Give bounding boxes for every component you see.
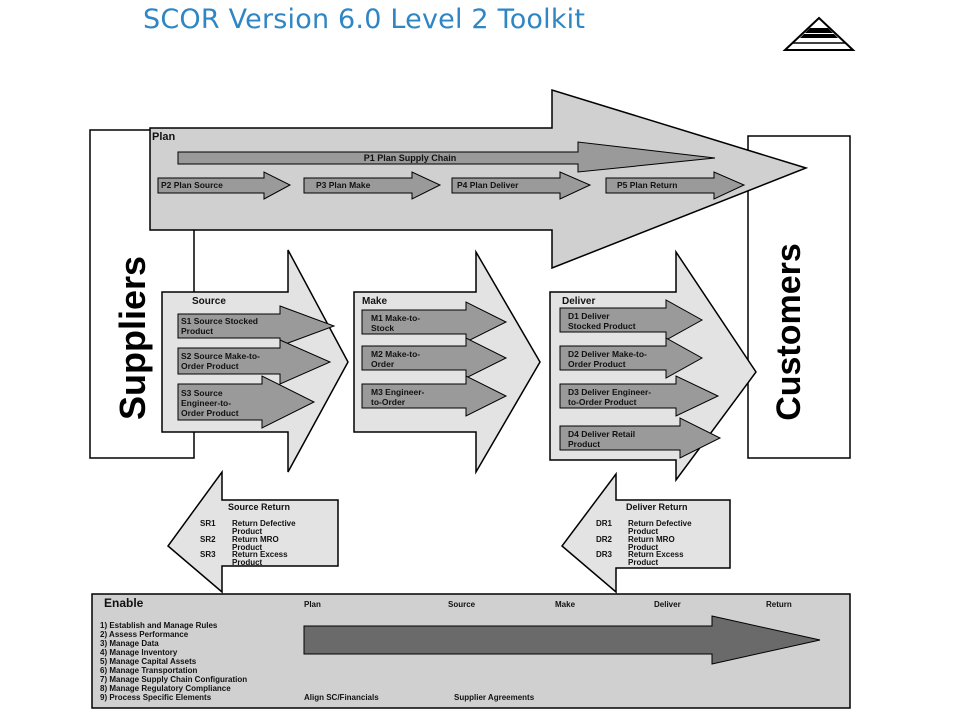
enable-item: 8) Manage Regulatory Compliance — [100, 684, 231, 693]
enable-column: Make — [555, 600, 576, 609]
deliver-item-line: D2 Deliver Make-to- — [568, 349, 647, 359]
source-item-line: Order Product — [181, 361, 239, 371]
deliver-return-line: Return Defective — [628, 519, 692, 528]
suppliers-label: Suppliers — [112, 256, 153, 420]
enable-item: 1) Establish and Manage Rules — [100, 621, 218, 630]
enable-item: 4) Manage Inventory — [100, 648, 178, 657]
source-return-code: SR3 — [200, 550, 216, 559]
source-item-line: S2 Source Make-to- — [181, 351, 260, 361]
customers-box: Customers — [747, 135, 851, 459]
deliver-item-line: to-Order Product — [568, 397, 637, 407]
plan-item: P5 Plan Return — [617, 180, 677, 190]
deliver-return-label: Deliver Return — [626, 502, 688, 512]
deliver-return-line: Product — [628, 543, 659, 552]
deliver-return-arrow: Deliver Return DR1 Return Defective Prod… — [560, 471, 731, 594]
source-item-line: S1 Source Stocked — [181, 316, 258, 326]
make-item-line: Stock — [371, 323, 394, 333]
source-return-code: SR1 — [200, 519, 216, 528]
deliver-item-line: Order Product — [568, 359, 626, 369]
source-return-line: Product — [232, 527, 263, 536]
enable-item: 3) Manage Data — [100, 639, 159, 648]
source-arrow: Source S1 Source Stocked Product S2 Sour… — [161, 249, 349, 473]
deliver-return-code: DR1 — [596, 519, 613, 528]
enable-column: Source — [448, 600, 476, 609]
deliver-item-line: Product — [568, 439, 600, 449]
make-arrow: Make M1 Make-to- Stock M2 Make-to- Order… — [353, 249, 541, 475]
source-item-line: Product — [181, 326, 213, 336]
make-item-line: to-Order — [371, 397, 406, 407]
enable-column: Deliver — [654, 600, 681, 609]
enable-column: Return — [766, 600, 792, 609]
plan-label: Plan — [152, 131, 176, 143]
source-item-line: S3 Source — [181, 388, 223, 398]
source-return-line: Return Excess — [232, 550, 288, 559]
make-item-line: M2 Make-to- — [371, 349, 420, 359]
plan-p1-label: P1 Plan Supply Chain — [364, 153, 457, 163]
make-item-line: M1 Make-to- — [371, 313, 420, 323]
source-item-line: Engineer-to- — [181, 398, 231, 408]
enable-item: 2) Assess Performance — [100, 630, 189, 639]
deliver-return-code: DR3 — [596, 550, 613, 559]
enable-agreements: Supplier Agreements — [454, 693, 535, 702]
deliver-item-line: D4 Deliver Retail — [568, 429, 635, 439]
enable-item: 7) Manage Supply Chain Configuration — [100, 675, 247, 684]
source-return-label: Source Return — [228, 502, 290, 512]
deliver-item-line: D3 Deliver Engineer- — [568, 387, 651, 397]
source-return-line: Return Defective — [232, 519, 296, 528]
enable-column: Plan — [304, 600, 321, 609]
plan-item: P4 Plan Deliver — [457, 180, 519, 190]
source-item-line: Order Product — [181, 408, 239, 418]
page-title: SCOR Version 6.0 Level 2 Toolkit — [143, 4, 586, 35]
deliver-label: Deliver — [562, 296, 595, 307]
deliver-return-line: Return MRO — [628, 535, 675, 544]
deliver-arrow: Deliver D1 Deliver Stocked Product D2 De… — [549, 249, 757, 483]
plan-item: P3 Plan Make — [316, 180, 371, 190]
source-return-line: Return MRO — [232, 535, 279, 544]
enable-align: Align SC/Financials — [304, 693, 379, 702]
customers-label: Customers — [770, 243, 808, 421]
make-label: Make — [362, 296, 387, 307]
deliver-item-line: Stocked Product — [568, 321, 636, 331]
source-return-arrow: Source Return SR1 Return Defective Produ… — [166, 469, 339, 594]
deliver-item-line: D1 Deliver — [568, 311, 610, 321]
enable-item: 9) Process Specific Elements — [100, 693, 212, 702]
source-return-line: Product — [232, 558, 263, 567]
enable-label: Enable — [104, 596, 144, 610]
source-label: Source — [192, 296, 226, 307]
plan-arrow: Plan P1 Plan Supply Chain P2 Plan Source… — [149, 88, 809, 270]
deliver-return-line: Return Excess — [628, 550, 684, 559]
pyramid-icon — [782, 16, 856, 51]
source-return-line: Product — [232, 543, 263, 552]
make-item-line: Order — [371, 359, 395, 369]
deliver-return-code: DR2 — [596, 535, 613, 544]
make-item-line: M3 Engineer- — [371, 387, 425, 397]
plan-item: P2 Plan Source — [161, 180, 223, 190]
enable-box: Enable Plan Source Make Deliver Return 1… — [91, 593, 851, 709]
enable-item: 5) Manage Capital Assets — [100, 657, 197, 666]
deliver-return-line: Product — [628, 527, 659, 536]
deliver-return-line: Product — [628, 558, 659, 567]
enable-item: 6) Manage Transportation — [100, 666, 197, 675]
source-return-code: SR2 — [200, 535, 216, 544]
